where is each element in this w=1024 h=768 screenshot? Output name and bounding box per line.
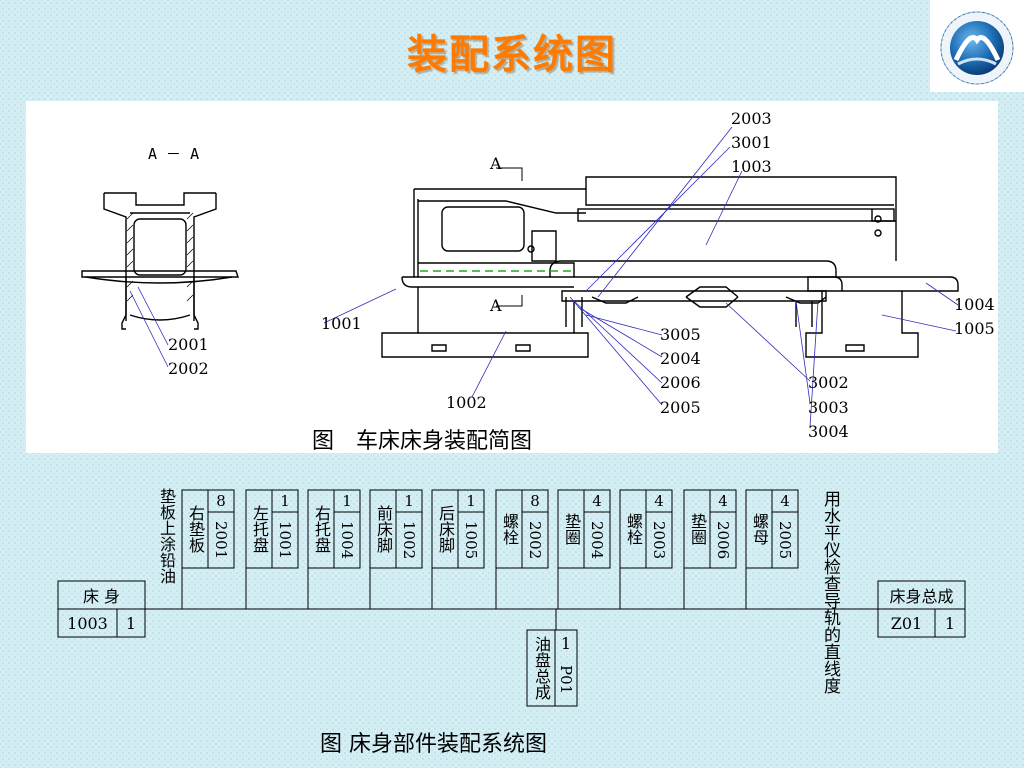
component-name: 垫圈 (688, 513, 707, 545)
component-qty: 1 (342, 492, 352, 510)
final-assembly-qty: 1 (944, 613, 956, 633)
final-assembly-name: 床身总成 (889, 587, 954, 606)
component-code: 1005 (462, 520, 480, 560)
arrow-label-bottom: A (490, 296, 502, 315)
figure-caption-bottom: 图 床身部件装配系统图 (320, 732, 547, 757)
part-label-2001: 2001 (168, 335, 209, 354)
component-code: 1004 (338, 520, 356, 560)
component-code: 2001 (212, 520, 230, 560)
component-name: 右托盘 (312, 505, 331, 553)
component-qty: 1 (466, 492, 476, 510)
component-name: 垫圈 (562, 513, 581, 545)
base-part-name: 床 身 (82, 587, 121, 606)
lathe-bed-drawing: A － A A A 2003 3001 1003 1001 1002 2001 … (26, 101, 998, 454)
sub-assembly-qty: 1 (560, 633, 572, 653)
figure-caption-top: 图 车床床身装配简图 (312, 429, 533, 454)
university-logo (930, 0, 1024, 92)
component-name: 右垫板 (186, 505, 205, 553)
component-code: 2002 (526, 520, 544, 560)
component-name: 后床脚 (436, 505, 455, 553)
arrow-label-top: A (490, 154, 502, 173)
component-qty: 8 (216, 492, 226, 510)
slide-title: 装配系统图 (407, 32, 617, 78)
component-name: 螺栓 (500, 513, 519, 545)
base-part-code: 1003 (67, 613, 108, 633)
component-code: 2006 (714, 520, 732, 560)
part-label-2005: 2005 (660, 398, 701, 417)
part-label-3004: 3004 (808, 422, 849, 441)
part-label-3002: 3002 (808, 373, 849, 392)
part-label-1003: 1003 (731, 157, 772, 176)
component-qty: 4 (780, 492, 790, 510)
part-label-3005: 3005 (660, 325, 701, 344)
component-code: 2005 (776, 520, 794, 560)
base-part-qty: 1 (125, 613, 137, 633)
part-label-2003: 2003 (731, 109, 772, 128)
section-label: A － A (148, 145, 200, 163)
component-name: 螺栓 (624, 513, 643, 545)
part-label-1001: 1001 (321, 314, 362, 333)
sub-assembly-name: 油盘总成 (532, 636, 551, 700)
part-label-2004: 2004 (660, 349, 701, 368)
part-label-1002: 1002 (446, 393, 487, 412)
component-qty: 4 (592, 492, 602, 510)
component-qty: 1 (404, 492, 414, 510)
component-name: 左托盘 (250, 505, 269, 553)
component-qty: 4 (718, 492, 728, 510)
part-label-1004: 1004 (954, 295, 995, 314)
component-name: 螺母 (750, 513, 769, 545)
part-label-2006: 2006 (660, 373, 701, 392)
component-name: 前床脚 (374, 505, 393, 553)
component-qty: 8 (530, 492, 540, 510)
component-code: 2003 (650, 520, 668, 560)
component-code: 1002 (400, 520, 418, 560)
part-label-2002: 2002 (168, 359, 209, 378)
note-right: 用水平仪检查导轨的直线度 (820, 490, 840, 694)
final-assembly-code: Z01 (890, 613, 923, 633)
component-qty: 4 (654, 492, 664, 510)
component-code: 1001 (276, 520, 294, 560)
part-label-3003: 3003 (808, 398, 849, 417)
note-left: 垫板上涂铅油 (157, 488, 176, 584)
sub-assembly-code: P01 (557, 665, 575, 695)
component-code: 2004 (588, 520, 606, 560)
part-label-1005: 1005 (954, 319, 995, 338)
part-label-3001: 3001 (731, 133, 772, 152)
component-qty: 1 (280, 492, 290, 510)
assembly-system-diagram: 床 身 1003 1 床身总成 Z01 1 垫板上涂铅油 用水平仪检查导轨的直线… (0, 460, 1024, 768)
